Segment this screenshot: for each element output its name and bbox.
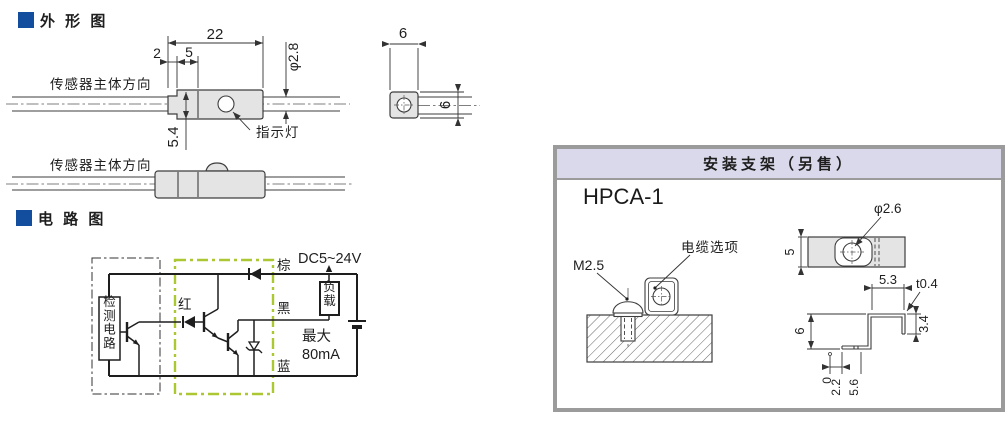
indicator-label: 指示灯 — [256, 125, 300, 140]
dim-2-2: 2.2 — [829, 379, 843, 396]
bracket-panel-title: 安装支架（另售） — [702, 156, 855, 173]
outline-side-view: 传感器主体方向 — [6, 157, 352, 199]
cable-lines-side — [12, 176, 345, 191]
dim-height: 6 — [792, 327, 807, 334]
detection-section-dashed-box — [91, 257, 161, 395]
dim-plan-width: 5 — [783, 248, 797, 255]
circuit-diagram: 检测电路 红 — [91, 251, 366, 396]
outline-top-view: 传感器主体方向 指示灯 22 2 5 φ2.8 — [6, 26, 350, 150]
max-current-label-1: 最大 — [302, 328, 331, 345]
dim-thickness-label: t0.4 — [916, 276, 938, 291]
dim-54: 5.4 — [165, 127, 182, 148]
indicator-lamp-circle — [217, 95, 235, 113]
cable-option-leader-dot — [653, 286, 657, 290]
transistor-2 — [202, 274, 229, 343]
outline-section-label: 外 形 图 — [39, 12, 108, 30]
dim-2: 2 — [153, 45, 161, 61]
zener-diode — [245, 320, 263, 376]
sensor-body-top-view — [167, 89, 264, 120]
transistor-1 — [120, 321, 140, 376]
profile-outline — [841, 313, 906, 350]
indicator-bump-side — [205, 162, 229, 172]
bracket-panel-header: 安装支架（另售） — [557, 149, 1001, 180]
screw-washer — [613, 312, 643, 318]
cable-option-label: 电缆选项 — [681, 240, 739, 255]
detection-circuit-box — [98, 296, 121, 361]
dim-end-height: 6 — [437, 101, 454, 109]
mounting-illustration: M2.5 电缆选项 — [573, 240, 739, 363]
wire-black-label: 黑 — [277, 301, 292, 316]
circuit-section-title: 电 路 图 — [16, 210, 106, 228]
end-view-cable — [418, 96, 472, 115]
mounting-surface-block — [586, 314, 713, 363]
dim-5-6: 5.6 — [847, 379, 861, 396]
transistor-3 — [226, 320, 239, 376]
outline-section-title: 外 形 图 — [18, 12, 108, 30]
bracket-drawings: HPCA-1 M2.5 — [573, 184, 938, 396]
dim-22: 22 — [207, 26, 224, 43]
bracket-model-label: HPCA-1 — [583, 184, 664, 209]
outline-end-view: 6 6 — [381, 25, 480, 127]
wire-blue-label: 蓝 — [277, 359, 292, 374]
protection-diode — [248, 268, 261, 280]
plan-extension-lines — [798, 236, 807, 268]
bracket-profile-view: 5.3 t0.4 6 3.4 0 2.2 5.6 — [792, 272, 938, 396]
screw-leader-line — [596, 272, 627, 299]
circuit-section-label: 电 路 图 — [38, 210, 106, 228]
supply-voltage-label: DC5~24V — [298, 251, 362, 267]
screw-head — [612, 301, 644, 314]
detection-circuit-label: 检测电路 — [103, 294, 116, 350]
load-box — [319, 281, 340, 316]
dim-drop: 3.4 — [917, 315, 931, 332]
max-current-label-2: 80mA — [302, 347, 340, 363]
circuit-section-bullet — [16, 210, 32, 226]
bracket-panel-body: HPCA-1 M2.5 — [557, 180, 1001, 408]
load-label: 负载 — [323, 280, 336, 308]
sensor-direction-label-side: 传感器主体方向 — [50, 157, 152, 173]
hole-leader-line — [854, 216, 882, 247]
outline-section-bullet — [18, 12, 34, 28]
dim-top: 5.3 — [879, 272, 897, 287]
screw-shaft — [620, 315, 636, 342]
supply-arrow — [325, 265, 333, 272]
left-diagrams: 外 形 图 传感器主体方向 指示灯 22 2 5 — [6, 12, 480, 396]
led-red — [182, 316, 204, 328]
dim-hole-label: φ2.6 — [874, 201, 902, 216]
cable-option-leader — [655, 254, 691, 288]
output-section-dashed-box — [173, 258, 275, 396]
indicator-leader-line — [232, 111, 251, 131]
screw-label: M2.5 — [573, 257, 604, 273]
bracket-panel: 安装支架（另售） HPCA-1 — [553, 145, 1005, 412]
profile-extension-lines — [807, 284, 921, 374]
bracket-plan-view: 5 φ2.6 — [783, 201, 906, 276]
dim-end-width: 6 — [399, 25, 407, 42]
sensor-body-side-view — [154, 170, 266, 199]
dim-5: 5 — [185, 44, 193, 60]
datum-zero-mark — [828, 352, 832, 356]
sensor-direction-label-top: 传感器主体方向 — [50, 76, 152, 92]
dim-cable-dia: φ2.8 — [285, 43, 301, 72]
screw-leader-dot — [625, 297, 629, 301]
thickness-leader — [906, 291, 921, 312]
led-label: 红 — [178, 297, 193, 312]
wire-brown-label: 棕 — [277, 258, 292, 273]
dim-zero: 0 — [820, 377, 834, 384]
cable-lines — [12, 96, 340, 112]
